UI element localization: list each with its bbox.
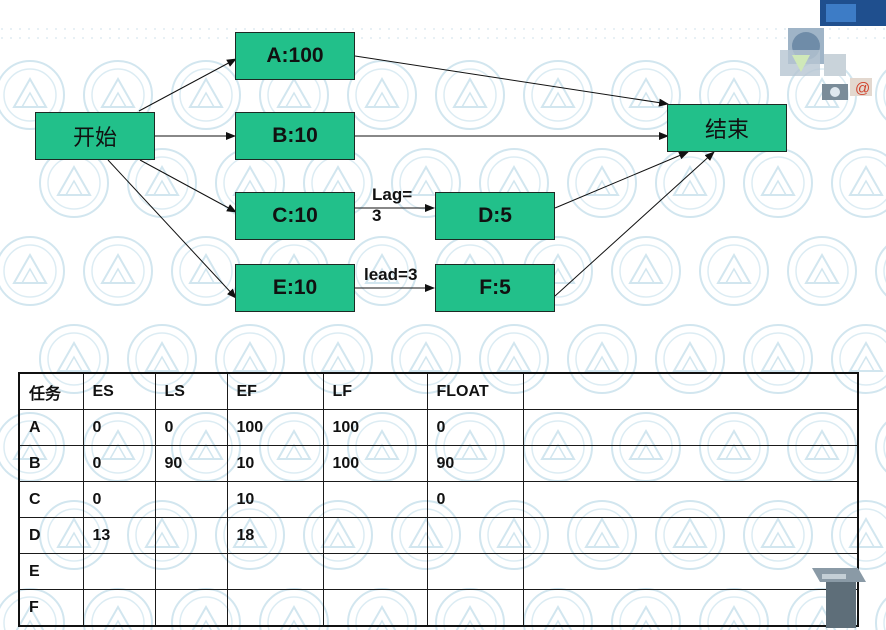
- node-a: A:100: [235, 32, 355, 80]
- table-row: F: [18, 589, 859, 627]
- lead-label: lead=3: [364, 265, 418, 284]
- edge-a-end: [354, 55, 669, 107]
- table-cell: B: [18, 445, 84, 482]
- table-header-cell: ES: [82, 372, 156, 410]
- table-cell: [226, 553, 324, 590]
- lag-label-line2: 3: [372, 206, 382, 225]
- table-cell: 10: [226, 481, 324, 518]
- table-cell: [154, 589, 228, 627]
- table-header-cell: LF: [322, 372, 428, 410]
- table-cell: [522, 589, 859, 627]
- node-f: F:5: [435, 264, 555, 312]
- podium-icon: [812, 568, 866, 628]
- at-icon: @: [855, 80, 870, 97]
- table-cell: [322, 517, 428, 554]
- table-cell: [522, 553, 859, 590]
- table-cell: [522, 445, 859, 482]
- table-cell: 18: [226, 517, 324, 554]
- node-end: 结束: [667, 104, 787, 152]
- node-c: C:10: [235, 192, 355, 240]
- table-row: E: [18, 553, 859, 590]
- table-cell: 0: [154, 409, 228, 446]
- lag-label: Lag= 3: [372, 184, 412, 226]
- table-cell: [322, 589, 428, 627]
- table-cell: 90: [426, 445, 524, 482]
- node-b: B:10: [235, 112, 355, 160]
- table-cell: [426, 553, 524, 590]
- table-cell: [154, 481, 228, 518]
- table-cell: 0: [82, 409, 156, 446]
- table-cell: 100: [322, 409, 428, 446]
- table-cell: [154, 553, 228, 590]
- table-cell: F: [18, 589, 84, 627]
- table-cell: A: [18, 409, 84, 446]
- table-cell: [522, 409, 859, 446]
- globe-icon: .COM @: [780, 0, 886, 100]
- table-cell: [426, 589, 524, 627]
- corner-decoration: .COM @: [780, 0, 886, 100]
- table-cell: [154, 517, 228, 554]
- edge-start-e: [107, 159, 237, 299]
- table-header-cell: LS: [154, 372, 228, 410]
- table-cell: 100: [322, 445, 428, 482]
- node-start: 开始: [35, 112, 155, 160]
- table-cell: [226, 589, 324, 627]
- lag-label-line1: Lag=: [372, 185, 413, 204]
- table-cell: [322, 481, 428, 518]
- table-cell: 0: [82, 481, 156, 518]
- table-cell: [82, 589, 156, 627]
- edge-f-end: [554, 151, 715, 297]
- table-header-cell: [522, 372, 859, 410]
- table-cell: D: [18, 517, 84, 554]
- edge-d-end: [554, 151, 689, 209]
- table-cell: 90: [154, 445, 228, 482]
- table-header-cell: EF: [226, 372, 324, 410]
- table-cell: [426, 517, 524, 554]
- table-cell: E: [18, 553, 84, 590]
- table-cell: [522, 517, 859, 554]
- table-cell: 13: [82, 517, 156, 554]
- table-cell: 10: [226, 445, 324, 482]
- table-header-cell: FLOAT: [426, 372, 524, 410]
- table-header-cell: 任务: [18, 372, 84, 410]
- com-text: .COM: [852, 26, 876, 36]
- edge-start-a: [138, 58, 237, 112]
- table-cell: [522, 481, 859, 518]
- table-cell: [322, 553, 428, 590]
- node-d: D:5: [435, 192, 555, 240]
- table-cell: C: [18, 481, 84, 518]
- table-cell: 0: [426, 481, 524, 518]
- table-cell: 100: [226, 409, 324, 446]
- table-cell: [82, 553, 156, 590]
- table-cell: 0: [82, 445, 156, 482]
- table-cell: 0: [426, 409, 524, 446]
- edge-start-c: [139, 159, 237, 213]
- node-e: E:10: [235, 264, 355, 312]
